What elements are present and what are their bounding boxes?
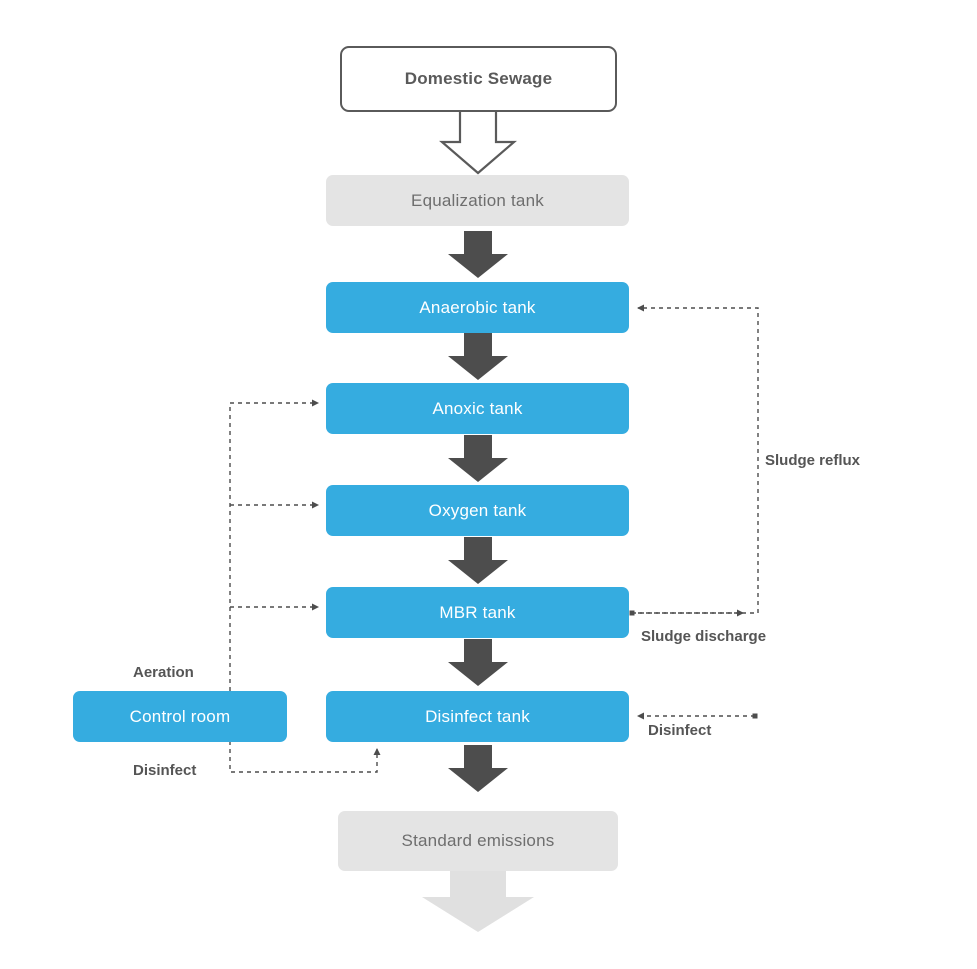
edge-sludge-reflux — [630, 304, 759, 614]
edge-label-aeration: Aeration — [133, 664, 194, 681]
node-disinfect-tank[interactable]: Disinfect tank — [326, 691, 629, 742]
node-control-room-label: Control room — [129, 706, 231, 726]
node-anoxic-tank[interactable]: Anoxic tank — [326, 383, 629, 434]
arrow-standard-emissions-outflow — [422, 871, 534, 932]
node-standard-emissions[interactable]: Standard emissions — [338, 811, 618, 871]
node-standard-emissions-label: Standard emissions — [401, 831, 555, 850]
node-domestic-sewage[interactable]: Domestic Sewage — [340, 46, 617, 112]
node-mbr-tank-label: MBR tank — [439, 602, 516, 622]
node-oxygen-tank-label: Oxygen tank — [428, 500, 527, 520]
edge-label-sludge-reflux: Sludge reflux — [765, 452, 861, 469]
arrow-anaerobic-to-anoxic — [448, 333, 508, 380]
node-anoxic-tank-label: Anoxic tank — [432, 398, 523, 418]
arrow-sewage-to-equalization — [439, 110, 517, 175]
arrow-mbr-to-disinfect — [448, 639, 508, 686]
edge-disinfect-left — [229, 741, 381, 773]
edge-label-disinfect-left: Disinfect — [133, 762, 197, 779]
edge-aeration — [229, 399, 319, 691]
edge-label-sludge-discharge: Sludge discharge — [641, 628, 767, 645]
node-mbr-tank[interactable]: MBR tank — [326, 587, 629, 638]
edge-label-disinfect-right: Disinfect — [648, 722, 712, 739]
node-domestic-sewage-label: Domestic Sewage — [404, 69, 553, 88]
node-anaerobic-tank[interactable]: Anaerobic tank — [326, 282, 629, 333]
arrow-equalization-to-anaerobic — [448, 231, 508, 278]
node-oxygen-tank[interactable]: Oxygen tank — [326, 485, 629, 536]
node-anaerobic-tank-label: Anaerobic tank — [419, 297, 536, 317]
arrow-anoxic-to-oxygen — [448, 435, 508, 482]
node-disinfect-tank-label: Disinfect tank — [425, 706, 530, 726]
node-equalization-tank[interactable]: Equalization tank — [326, 175, 629, 226]
arrow-disinfect-to-emissions — [448, 745, 508, 792]
node-control-room[interactable]: Control room — [73, 691, 287, 742]
arrow-oxygen-to-mbr — [448, 537, 508, 584]
node-equalization-tank-label: Equalization tank — [411, 190, 544, 210]
